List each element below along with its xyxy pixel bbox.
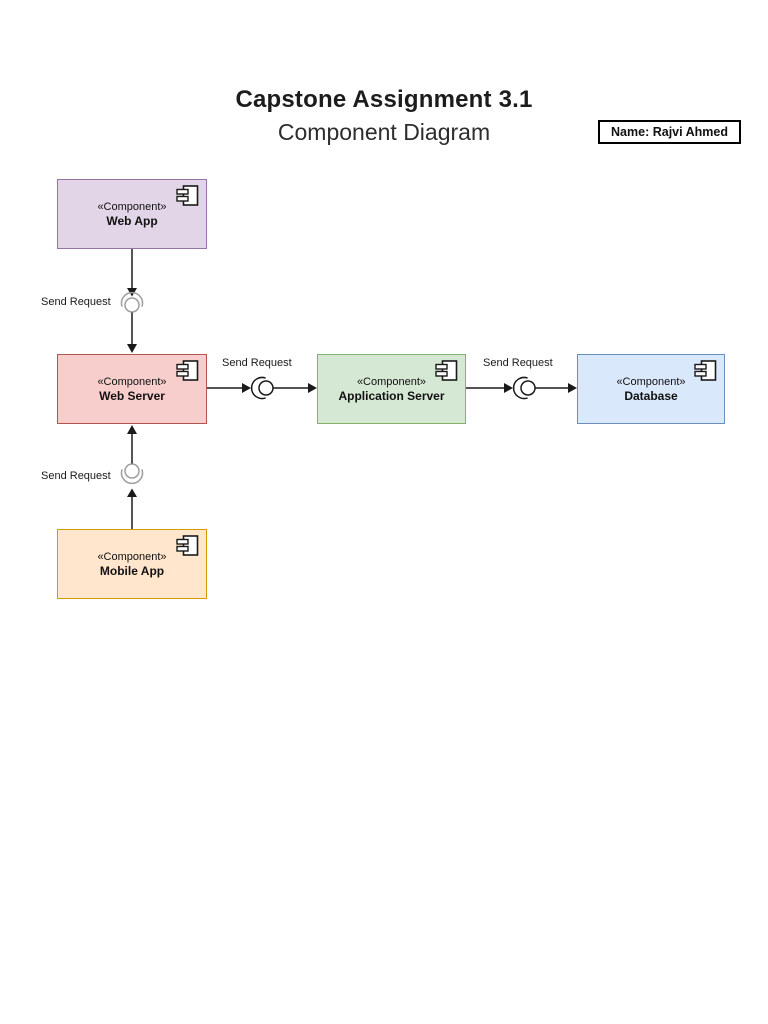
socket-interface-icon	[120, 291, 144, 307]
arrowhead-right-icon	[242, 383, 251, 393]
component-stereotype: «Component»	[97, 200, 167, 213]
connector-application-server-to-database	[466, 376, 577, 400]
ball-interface-icon	[124, 463, 140, 479]
edge-label-send-request: Send Request	[222, 357, 292, 369]
author-name-box: Name: Rajvi Ahmed	[598, 120, 741, 144]
component-icon	[435, 360, 458, 381]
arrowhead-right-icon	[308, 383, 317, 393]
ball-interface-icon	[124, 297, 140, 313]
connector-web-app-to-web-server	[120, 249, 144, 353]
edge-label-send-request: Send Request	[41, 470, 111, 482]
component-name: Database	[624, 388, 678, 403]
component-stereotype: «Component»	[97, 375, 167, 388]
component-database: «Component» Database	[577, 354, 725, 424]
component-stereotype: «Component»	[356, 375, 427, 388]
socket-interface-icon	[250, 376, 266, 400]
arrowhead-right-icon	[504, 383, 513, 393]
edge-label-send-request: Send Request	[41, 296, 111, 308]
arrowhead-up-icon	[127, 425, 137, 434]
component-name: Web Server	[99, 388, 165, 403]
connector-mobile-app-to-web-server	[120, 425, 144, 529]
component-icon	[176, 185, 199, 206]
component-icon	[176, 360, 199, 381]
connector-web-server-to-application-server	[207, 376, 317, 400]
edge-label-send-request: Send Request	[483, 357, 553, 369]
component-icon	[694, 360, 717, 381]
page-subtitle: Component Diagram	[277, 119, 491, 145]
component-name: Web App	[106, 213, 158, 228]
component-stereotype: «Component»	[616, 375, 686, 388]
ball-interface-icon	[520, 380, 536, 396]
component-icon	[176, 535, 199, 556]
component-name: Mobile App	[99, 563, 165, 578]
arrowhead-right-icon	[568, 383, 577, 393]
component-mobile-app: «Component» Mobile App	[57, 529, 207, 599]
component-name: Application Server	[338, 388, 445, 403]
arrowhead-up-icon	[127, 488, 137, 497]
arrowhead-down-icon	[127, 344, 137, 353]
component-web-app: «Component» Web App	[57, 179, 207, 249]
component-application-server: «Component» Application Server	[317, 354, 466, 424]
page-title: Capstone Assignment 3.1	[235, 86, 533, 113]
socket-interface-icon	[120, 469, 144, 485]
author-name-text: Name: Rajvi Ahmed	[611, 125, 728, 139]
component-stereotype: «Component»	[97, 550, 167, 563]
ball-interface-icon	[258, 380, 274, 396]
socket-interface-icon	[512, 376, 528, 400]
component-web-server: «Component» Web Server	[57, 354, 207, 424]
